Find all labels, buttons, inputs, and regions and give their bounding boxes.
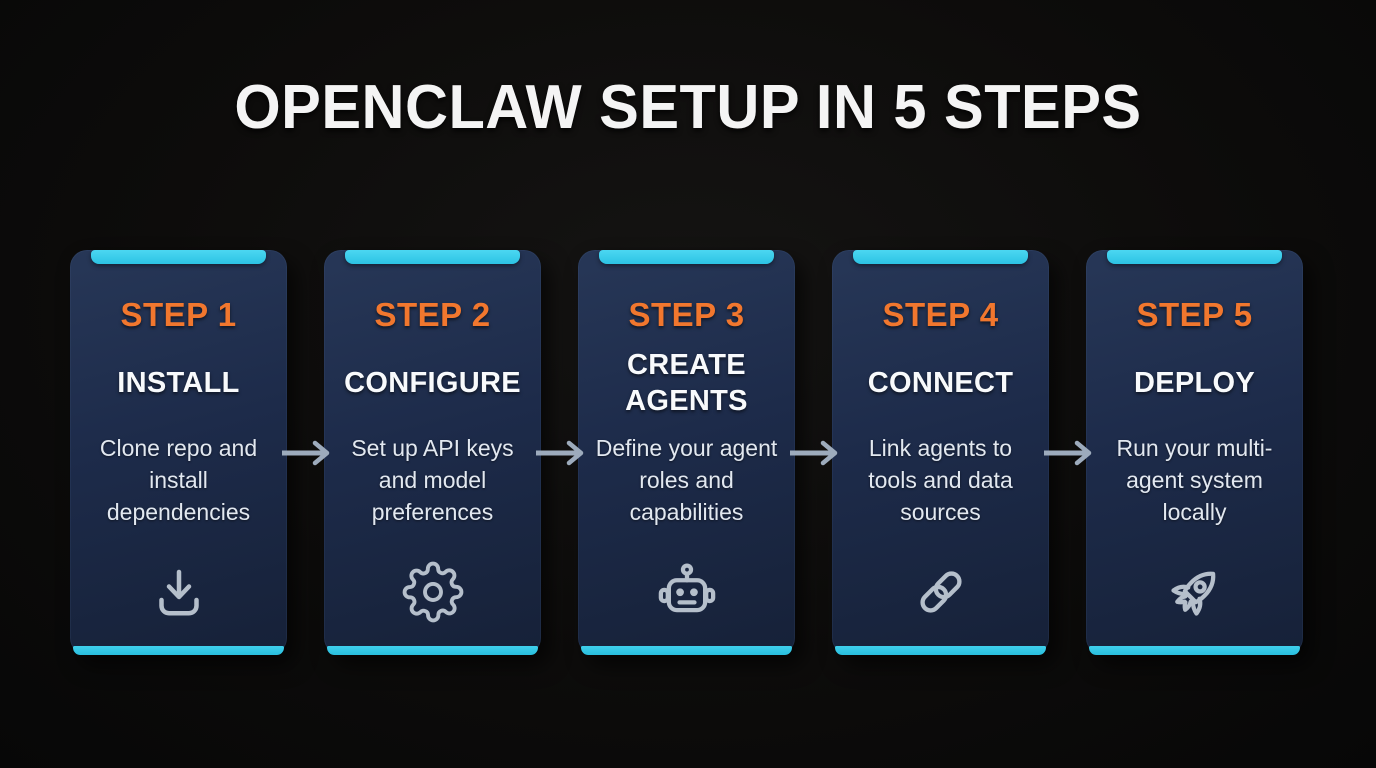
- step-number-label: STEP 2: [374, 296, 491, 333]
- step-number-label: STEP 3: [628, 296, 745, 333]
- step-title: CONFIGURE: [344, 366, 521, 399]
- step-number-label: STEP 1: [120, 296, 237, 333]
- right-arrow-icon: [789, 440, 837, 465]
- card-bottom-accent-bar: [835, 646, 1046, 655]
- step-card-deploy: STEP 5 DEPLOY Run your multi-agent syste…: [1086, 250, 1303, 655]
- arrow-gap: [1043, 250, 1091, 655]
- step-number-label: STEP 4: [882, 296, 999, 333]
- arrow-gap: [281, 250, 329, 655]
- arrow-gap: [789, 250, 837, 655]
- card-top-accent-bar: [91, 250, 266, 264]
- step-title: CONNECT: [867, 366, 1014, 399]
- step-card-create-agents: STEP 3 CREATE AGENTS Define your agent r…: [578, 250, 795, 655]
- download-icon: [149, 555, 209, 629]
- step-description: Clone repo and install dependencies: [99, 435, 258, 526]
- steps-row: STEP 1 INSTALL Clone repo and install de…: [70, 250, 1303, 655]
- gear-icon: [402, 555, 464, 629]
- step-card-configure: STEP 2 CONFIGURE Set up API keys and mod…: [324, 250, 541, 655]
- card-top-accent-bar: [345, 250, 520, 264]
- card-bottom-accent-bar: [1089, 646, 1300, 655]
- page-title: OPENCLAW SETUP IN 5 STEPS: [234, 73, 1142, 142]
- step-description: Link agents to tools and data sources: [868, 435, 1013, 526]
- card-top-accent-bar: [853, 250, 1028, 264]
- right-arrow-icon: [535, 440, 583, 465]
- link-icon: [912, 555, 970, 629]
- step-title: DEPLOY: [1133, 366, 1256, 399]
- rocket-icon: [1163, 555, 1227, 629]
- card-bottom-accent-bar: [581, 646, 792, 655]
- right-arrow-icon: [281, 440, 329, 465]
- step-description: Set up API keys and model preferences: [351, 435, 514, 526]
- step-title: CREATE AGENTS: [625, 348, 748, 417]
- card-bottom-accent-bar: [73, 646, 284, 655]
- step-number-label: STEP 5: [1136, 296, 1253, 333]
- step-description: Run your multi-agent system locally: [1116, 435, 1273, 526]
- card-bottom-accent-bar: [327, 646, 538, 655]
- card-top-accent-bar: [599, 250, 774, 264]
- step-card-install: STEP 1 INSTALL Clone repo and install de…: [70, 250, 287, 655]
- step-description: Define your agent roles and capabilities: [595, 435, 778, 526]
- step-title: INSTALL: [117, 366, 240, 399]
- right-arrow-icon: [1043, 440, 1091, 465]
- arrow-gap: [535, 250, 583, 655]
- card-top-accent-bar: [1107, 250, 1282, 264]
- step-card-connect: STEP 4 CONNECT Link agents to tools and …: [832, 250, 1049, 655]
- robot-icon: [655, 555, 719, 629]
